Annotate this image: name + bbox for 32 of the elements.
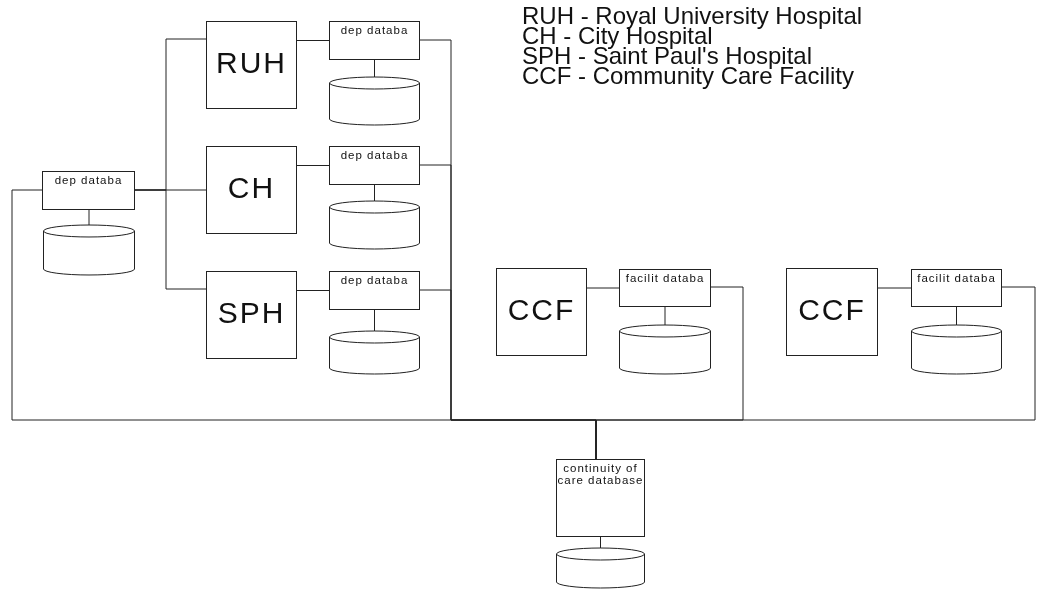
database-label-box: dep databa: [329, 21, 420, 60]
database-label-box: dep databa: [329, 146, 420, 185]
connector-line: [956, 306, 957, 326]
database-label-box: continuity of care database: [556, 459, 645, 537]
database-cylinder: [556, 548, 645, 588]
connector-line: [374, 59, 375, 78]
hospital-box: CH: [206, 146, 297, 234]
hospital-box: CCF: [786, 268, 878, 356]
database-label-box: facilit databa: [911, 269, 1002, 307]
connector-line: [88, 209, 90, 226]
connector-line: [296, 40, 330, 41]
database-cylinder: [43, 225, 135, 275]
database-cylinder: [329, 331, 420, 374]
database-label-box: dep databa: [42, 171, 135, 210]
hospital-box: CCF: [496, 268, 587, 356]
connector-line: [374, 309, 375, 332]
connector-line: [296, 165, 330, 166]
database-label-box: facilit databa: [619, 269, 711, 307]
database-cylinder: [329, 201, 420, 249]
connector-line: [877, 287, 912, 289]
database-cylinder: [911, 325, 1002, 374]
connector-line: [374, 184, 375, 202]
hospital-box: RUH: [206, 21, 297, 109]
hospital-box: SPH: [206, 271, 297, 359]
database-cylinder: [619, 325, 711, 374]
connector-line: [600, 536, 601, 549]
database-label-box: dep databa: [329, 271, 420, 310]
connector-line: [134, 189, 207, 290]
database-cylinder: [329, 77, 420, 125]
connector-line: [586, 287, 620, 289]
connector-line: [664, 306, 666, 326]
connector-line: [296, 290, 330, 291]
